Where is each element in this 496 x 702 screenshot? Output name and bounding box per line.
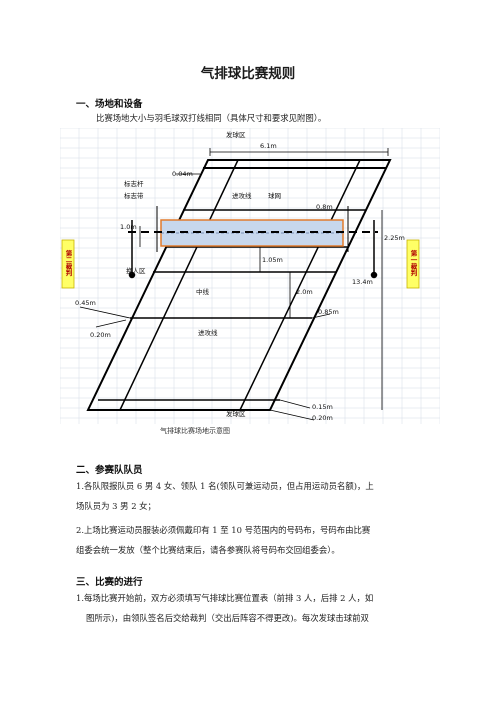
teams-paragraph-1-line-1: 1.各队限报队员 6 男 4 女、领队 1 名(领队可兼运动员，但占用运动员名额… — [76, 481, 374, 491]
dist-020a-label: 0.20m — [90, 331, 111, 339]
dist-020b-label: 0.20m — [312, 414, 333, 422]
teams-paragraph-2-line-1: 2.上场比赛运动员服装必须佩戴印有 1 至 10 号范围内的号码布，号码布由比赛 — [76, 525, 371, 535]
page-title: 气排球比赛规则 — [200, 66, 296, 82]
section-heading-teams: 二、参赛队队员 — [76, 465, 143, 476]
center-line-label: 中线 — [196, 287, 210, 296]
net-height-label: 0.8m — [316, 203, 333, 211]
width-label: 6.1m — [260, 142, 277, 150]
gap-label: 0.04m — [172, 170, 193, 178]
court-diagram: 发球区 6.1m 0.04m 标志杆 标志带 进攻线 球网 0.8m 1.0m … — [60, 128, 440, 436]
attack-line-bottom-label: 进攻线 — [198, 328, 218, 337]
net-width-label: 1.0m — [120, 223, 137, 231]
serve-zone-top-label: 发球区 — [226, 130, 246, 139]
referee-box-2 — [61, 239, 75, 289]
teams-paragraph-1-line-2: 场队员为 3 男 2 女； — [76, 501, 156, 511]
antenna-label: 标志杆 — [124, 179, 144, 188]
referee-box-1 — [406, 239, 420, 289]
teams-paragraph-2-line-2: 组委会统一发放（整个比赛结束后，请各参赛队将号码布交回组委会）。 — [76, 545, 340, 555]
referee-2-label: 第二裁判 — [64, 249, 72, 277]
net-posts — [128, 206, 378, 279]
grid-background — [60, 128, 440, 436]
gap-105-label: 1.05m — [262, 256, 283, 264]
referee-1-label: 第一裁判 — [409, 249, 417, 277]
dist-2-label: 2.0m — [296, 288, 313, 296]
section-heading-venue: 一、场地和设备 — [76, 99, 143, 110]
section-heading-match: 三、比赛的进行 — [76, 577, 143, 588]
attack-line-top-label: 进攻线 — [232, 191, 252, 200]
venue-paragraph: 比赛场地大小与羽毛球双打线相同（具体尺寸和要求见附图）。 — [96, 113, 327, 123]
post-height-label: 2.25m — [384, 234, 405, 242]
sub-zone-label: 换人区 — [126, 266, 146, 275]
match-paragraph-1-line-2: 图所示)，由领队签名后交给裁判（交出后阵容不得更改)。每次发球击球前双 — [86, 613, 369, 623]
net — [128, 219, 378, 247]
dimension-lines — [79, 148, 389, 421]
dist-085-label: 0.85m — [318, 308, 339, 316]
length-label: 13.4m — [352, 278, 373, 286]
match-paragraph-1-line-1: 1.每场比赛开始前，双方必须填写气排球比赛位置表（前排 3 人，后排 2 人，如 — [76, 593, 374, 603]
serve-zone-bottom-label: 发球区 — [226, 409, 246, 418]
dist-045-label: 0.45m — [75, 299, 96, 307]
net-label: 球网 — [268, 191, 281, 200]
marker-band-label: 标志带 — [124, 191, 144, 200]
dist-015-label: 0.15m — [312, 403, 333, 411]
diagram-caption: 气排球比赛场地示意图 — [160, 426, 230, 435]
